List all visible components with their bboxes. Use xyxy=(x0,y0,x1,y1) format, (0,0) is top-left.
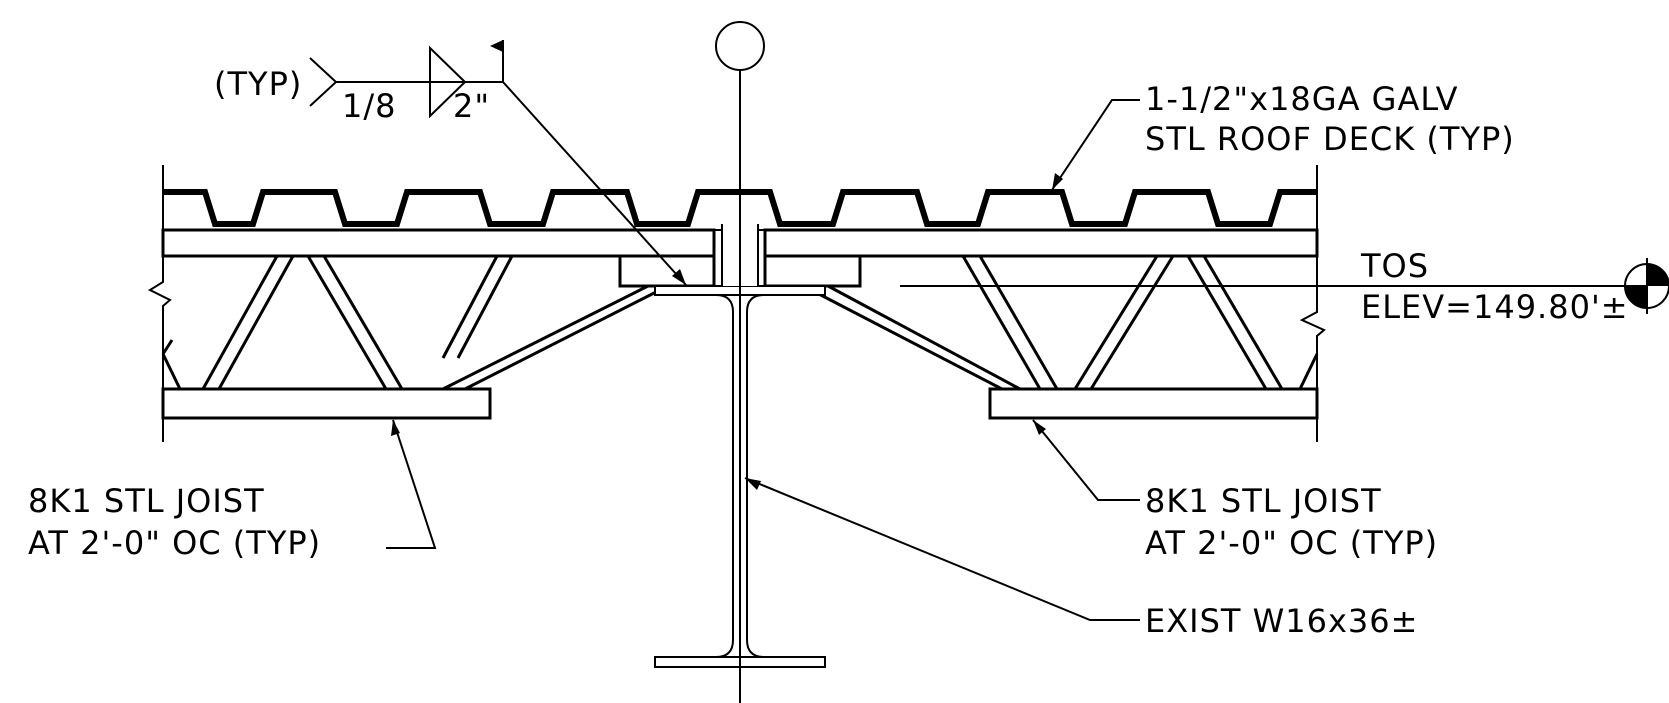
tos-elevation xyxy=(900,258,1669,314)
joist-left-label-line2: AT 2'-0" OC (TYP) xyxy=(28,524,321,562)
joist-left-leader xyxy=(386,419,437,549)
joist-right-leader xyxy=(1032,419,1140,501)
field-weld-flag-icon xyxy=(490,40,503,52)
weld-size-label: 1/8 xyxy=(342,87,397,125)
joist-right-leader-arrow-icon xyxy=(1033,420,1046,435)
beam-web-left xyxy=(715,294,734,658)
joist-left-end-diagonal xyxy=(442,284,661,391)
joist-right-label-line2: AT 2'-0" OC (TYP) xyxy=(1145,524,1438,562)
joist-right-web-2 xyxy=(1073,255,1175,390)
elevation-target-fill-2 xyxy=(1625,286,1647,308)
leaders xyxy=(386,99,1140,621)
weld-symbol xyxy=(309,40,687,286)
tos-elevation-label: ELEV=149.80'± xyxy=(1361,288,1629,326)
weld-tail xyxy=(309,57,338,107)
joist-left-label-line1: 8K1 STL JOIST xyxy=(28,482,265,520)
joist-left-web-1 xyxy=(161,339,182,390)
deck-leader xyxy=(1051,99,1140,191)
beam-web-right xyxy=(746,294,765,658)
annotations: (TYP) 1/8 2" 1-1/2"x18GA GALV STL ROOF D… xyxy=(28,65,1629,640)
joist-right-top-chord xyxy=(763,228,1319,258)
weld-length-label: 2" xyxy=(453,87,490,125)
deck-label-line2: STL ROOF DECK (TYP) xyxy=(1145,120,1515,158)
joist-right-end-diagonal xyxy=(814,284,1021,391)
weld-typ-label: (TYP) xyxy=(214,65,302,103)
joist-right-web-3 xyxy=(1186,255,1284,390)
fillet-weld-icon xyxy=(429,45,467,119)
left-break-line xyxy=(147,165,172,442)
joist-left xyxy=(161,228,716,420)
beam-leader xyxy=(744,477,1140,621)
joist-left-web-2 xyxy=(201,255,295,390)
grid-bubble xyxy=(715,21,765,71)
joist-left-web-4 xyxy=(441,255,514,359)
weld-arrowhead-icon xyxy=(672,269,686,285)
joist-right-label-line1: 8K1 STL JOIST xyxy=(1145,482,1382,520)
elevation-target-fill-1 xyxy=(1647,264,1669,286)
joist-left-bearing-seat xyxy=(618,254,716,288)
joist-right xyxy=(763,228,1319,420)
joist-right-bottom-chord xyxy=(988,387,1319,420)
existing-beam xyxy=(654,70,826,703)
joist-left-top-chord xyxy=(161,228,716,258)
joist-left-web-3 xyxy=(306,255,404,390)
joist-right-web-4 xyxy=(1298,353,1319,390)
beam-label: EXIST W16x36± xyxy=(1145,602,1418,640)
section-edges xyxy=(147,165,1326,442)
tos-label: TOS xyxy=(1360,247,1429,285)
joist-left-leader-arrow-icon xyxy=(391,420,400,436)
joist-left-bottom-chord xyxy=(161,387,492,420)
joist-right-web-1 xyxy=(961,255,1059,390)
joist-right-bearing-seat xyxy=(763,254,862,288)
deck-label-line1: 1-1/2"x18GA GALV xyxy=(1145,80,1459,118)
weld-arrow-line xyxy=(502,81,687,286)
deck-leader-arrow-icon xyxy=(1052,173,1063,190)
right-break-line xyxy=(1299,165,1326,442)
beam-leader-arrow-icon xyxy=(745,478,761,490)
roof-deck-profile xyxy=(163,189,1317,227)
